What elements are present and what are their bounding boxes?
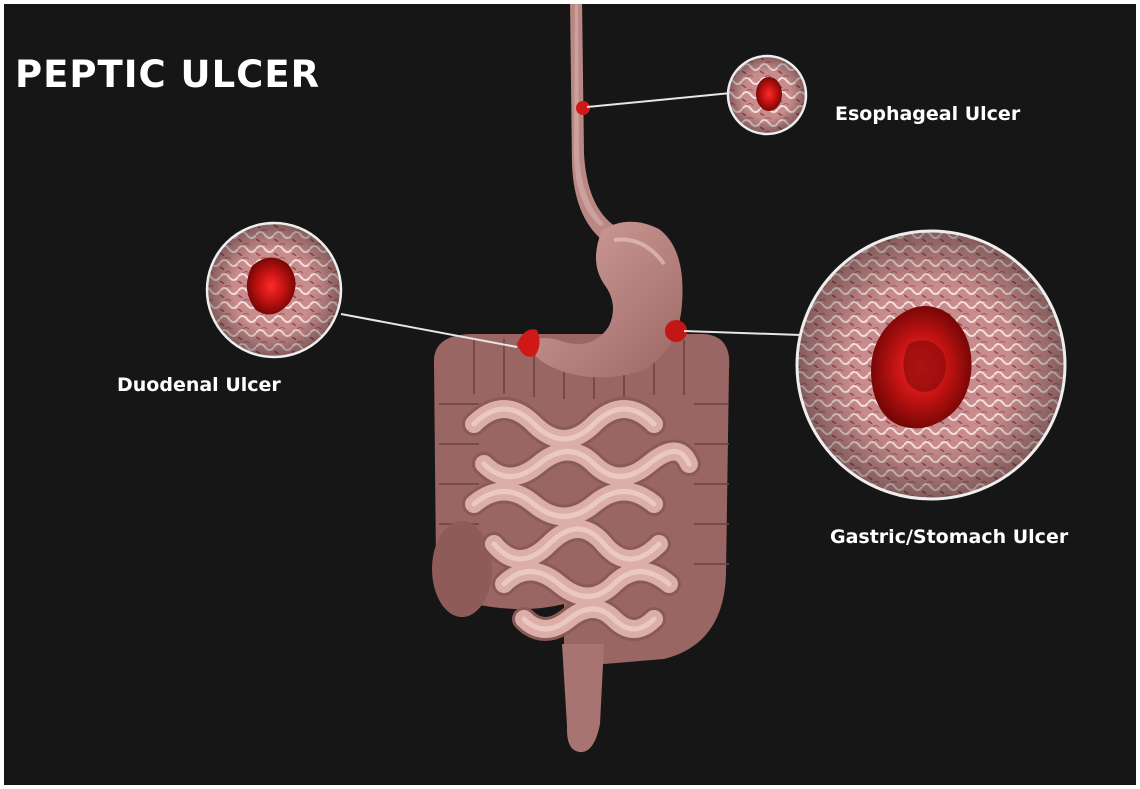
gastric-ulcer-label: Gastric/Stomach Ulcer [830, 526, 1068, 548]
duodenal-ulcer-closeup [204, 219, 344, 364]
stomach [526, 222, 683, 378]
gastric-ulcer-closeup [794, 229, 1069, 504]
page-title: PEPTIC ULCER [15, 53, 320, 96]
leader-lines [341, 93, 801, 347]
large-intestine [432, 334, 729, 752]
esophageal-ulcer-label: Esophageal Ulcer [835, 103, 1020, 125]
duodenal-ulcer-label: Duodenal Ulcer [117, 374, 281, 396]
esophageal-ulcer-closeup [724, 52, 814, 142]
diagram-canvas: PEPTIC ULCER Esophageal Ulcer Duodenal U… [4, 4, 1136, 785]
esophagus [570, 4, 624, 240]
